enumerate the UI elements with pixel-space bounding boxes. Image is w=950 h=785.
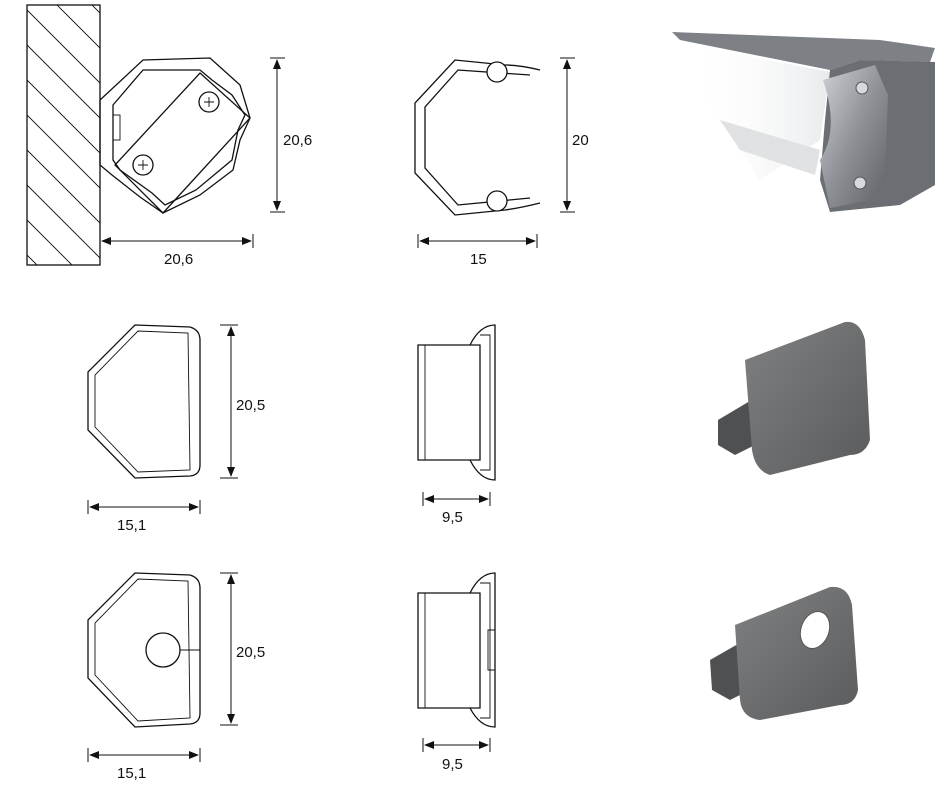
dimension-cap-height: 20,5 [220,324,265,479]
dimension-profile-width: 15 [417,234,538,268]
end-cap-photo [718,321,870,475]
wall-section [26,4,101,266]
screw-icon [132,154,154,176]
mounted-profile [99,57,251,214]
end-cap-hole-side [417,572,496,728]
dimension-cap-depth: 9,5 [422,492,491,526]
dimension-label: 9,5 [442,756,463,773]
dimension-label: 15,1 [117,765,146,782]
dimension-label: 15 [470,251,487,268]
dimension-mount-height: 20,6 [270,57,312,213]
dimension-label: 20,6 [164,251,193,268]
dimension-label: 20,5 [236,644,265,661]
dimension-cap-hole-height: 20,5 [220,572,265,726]
end-cap-hole-front [87,572,201,728]
dimension-profile-height: 20 [560,57,589,213]
dimension-label: 20,5 [236,397,265,414]
end-cap-side [417,324,496,481]
dimension-label: 15,1 [117,517,146,534]
end-cap-hole-photo [710,586,858,720]
profile-cross-section [414,59,541,216]
dimension-cap-width: 15,1 [87,500,201,534]
dimension-mount-width: 20,6 [101,234,254,268]
dimension-label: 20 [572,132,589,149]
dimension-label: 9,5 [442,509,463,526]
dimension-cap-hole-width: 15,1 [87,748,201,782]
dimension-label: 20,6 [283,132,312,149]
screw-icon [198,91,220,113]
dimension-cap-hole-depth: 9,5 [422,738,491,773]
end-cap-front [87,324,201,479]
profile-photo [672,32,935,212]
